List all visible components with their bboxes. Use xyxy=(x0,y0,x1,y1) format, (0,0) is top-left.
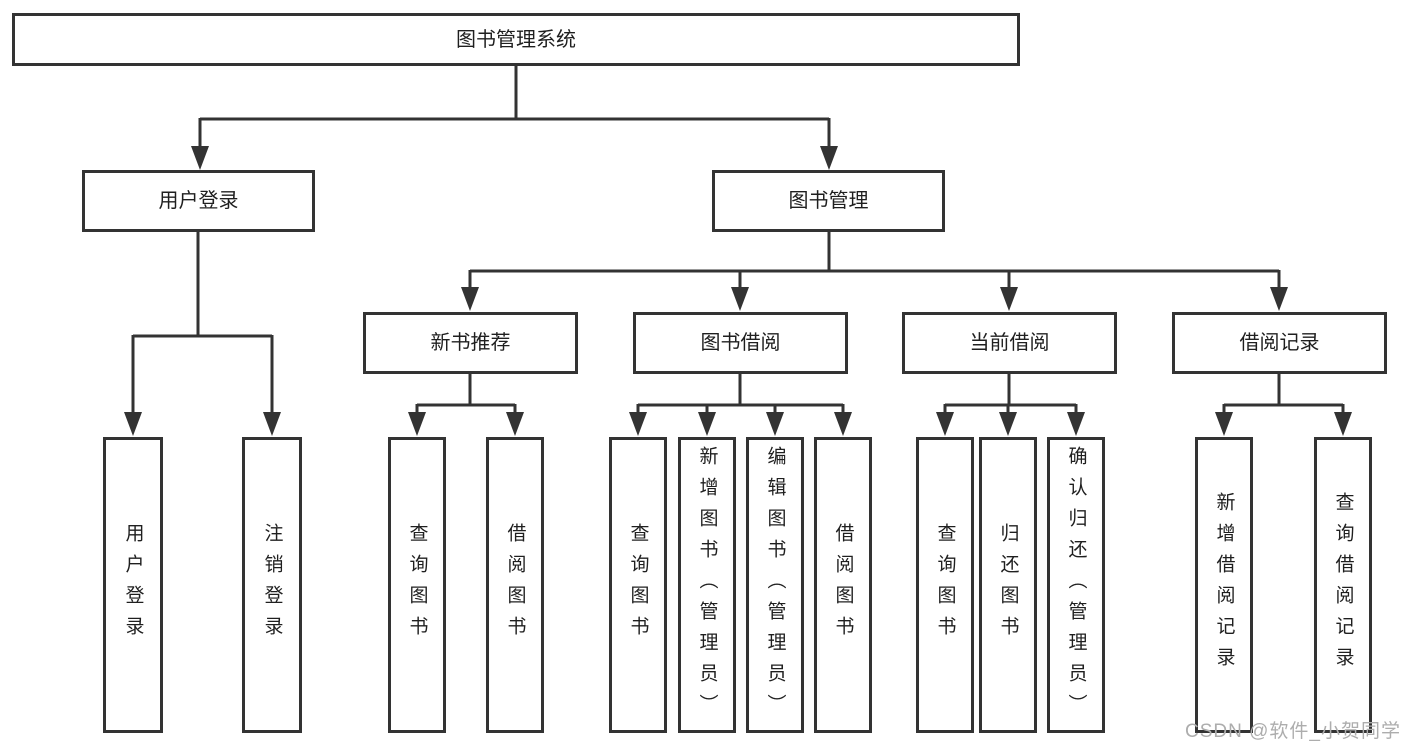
leaf-query-books-3-label: 查询图书 xyxy=(934,523,956,647)
leaf-add-borrow-record-label: 新增借阅记录 xyxy=(1213,492,1235,678)
leaf-logout-label: 注销登录 xyxy=(261,523,283,647)
node-root: 图书管理系统 xyxy=(12,13,1020,66)
node-book-management: 图书管理 xyxy=(712,170,945,232)
leaf-confirm-return-admin-label: 确认归还（管理员） xyxy=(1065,445,1087,725)
leaf-borrow-books-2: 借阅图书 xyxy=(814,437,872,733)
node-current-borrow-label: 当前借阅 xyxy=(969,332,1050,354)
node-new-book-recommend: 新书推荐 xyxy=(363,312,578,374)
leaf-return-books-label: 归还图书 xyxy=(997,523,1019,647)
leaf-borrow-books-1-label: 借阅图书 xyxy=(504,523,526,647)
leaf-borrow-books-1: 借阅图书 xyxy=(486,437,544,733)
leaf-edit-books-admin-label: 编辑图书（管理员） xyxy=(764,445,786,725)
leaf-user-login: 用户登录 xyxy=(103,437,163,733)
leaf-add-books-admin: 新增图书（管理员） xyxy=(678,437,736,733)
leaf-query-borrow-record: 查询借阅记录 xyxy=(1314,437,1372,733)
node-book-borrow: 图书借阅 xyxy=(633,312,848,374)
leaf-return-books: 归还图书 xyxy=(979,437,1037,733)
leaf-borrow-books-2-label: 借阅图书 xyxy=(832,523,854,647)
arrowhead-icons xyxy=(124,146,1352,436)
leaf-query-books-2-label: 查询图书 xyxy=(627,523,649,647)
leaf-query-books-1-label: 查询图书 xyxy=(406,523,428,647)
node-borrow-records: 借阅记录 xyxy=(1172,312,1387,374)
leaf-query-books-3: 查询图书 xyxy=(916,437,974,733)
csdn-watermark: CSDN @软件_小贺同学 xyxy=(1185,721,1401,742)
node-user-login: 用户登录 xyxy=(82,170,315,232)
leaf-query-books-1: 查询图书 xyxy=(388,437,446,733)
leaf-user-login-label: 用户登录 xyxy=(122,523,144,647)
leaf-logout: 注销登录 xyxy=(242,437,302,733)
node-current-borrow: 当前借阅 xyxy=(902,312,1117,374)
node-book-borrow-label: 图书借阅 xyxy=(700,332,781,354)
leaf-add-books-admin-label: 新增图书（管理员） xyxy=(696,445,718,725)
leaf-query-books-2: 查询图书 xyxy=(609,437,667,733)
node-borrow-records-label: 借阅记录 xyxy=(1239,332,1320,354)
node-new-book-recommend-label: 新书推荐 xyxy=(430,332,511,354)
leaf-edit-books-admin: 编辑图书（管理员） xyxy=(746,437,804,733)
leaf-add-borrow-record: 新增借阅记录 xyxy=(1195,437,1253,733)
leaf-confirm-return-admin: 确认归还（管理员） xyxy=(1047,437,1105,733)
leaf-query-borrow-record-label: 查询借阅记录 xyxy=(1332,492,1354,678)
node-root-label: 图书管理系统 xyxy=(456,28,576,51)
node-book-management-label: 图书管理 xyxy=(788,190,869,212)
node-user-login-label: 用户登录 xyxy=(158,190,239,212)
